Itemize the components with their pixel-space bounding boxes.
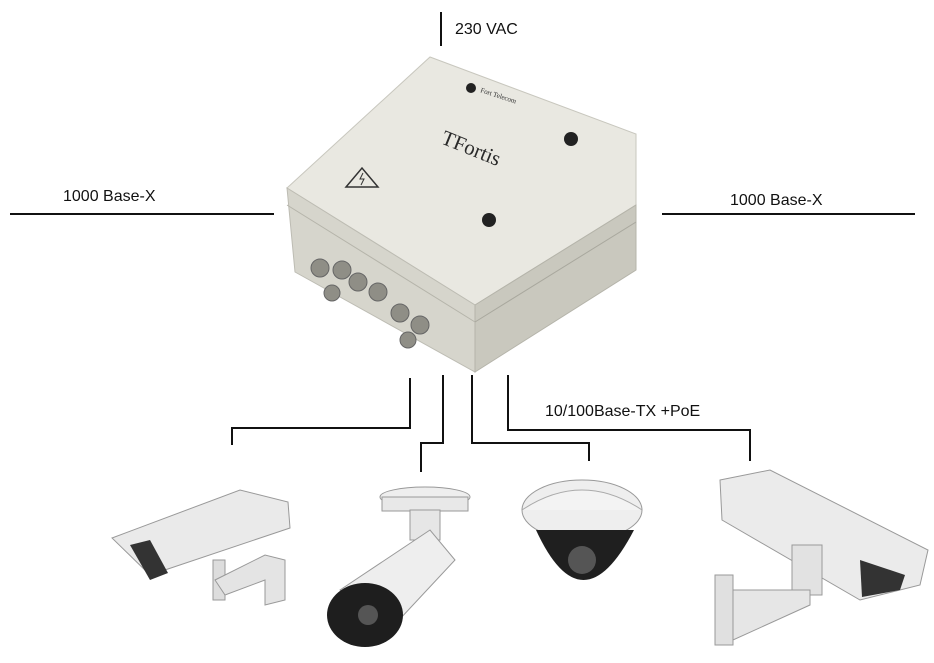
camera-box-housing-4 <box>714 469 929 646</box>
camera-bullet-2 <box>327 486 471 647</box>
camera-dome-3 <box>521 479 643 580</box>
power-label: 230 VAC <box>455 21 518 38</box>
warning-icon <box>344 166 380 188</box>
camera-box-housing-1 <box>111 489 291 606</box>
maker-badge-icon <box>466 83 476 93</box>
uplink-right-label: 1000 Base-X <box>730 192 823 209</box>
downlink-label: 10/100Base-TX +PoE <box>545 403 701 420</box>
link-camera-2 <box>420 375 444 472</box>
cable-glands <box>310 258 430 349</box>
connection-lines <box>10 12 915 472</box>
link-camera-3 <box>471 375 590 461</box>
uplink-left-label: 1000 Base-X <box>63 188 156 205</box>
tfortis-enclosure: Fort Telecom TFortis <box>286 56 637 373</box>
link-camera-4 <box>507 375 751 461</box>
link-camera-1 <box>231 378 411 445</box>
